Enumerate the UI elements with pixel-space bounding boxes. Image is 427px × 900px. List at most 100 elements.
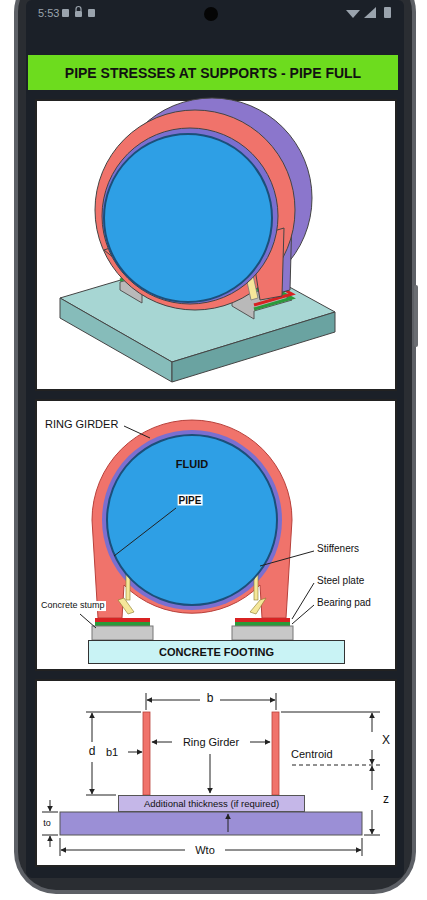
bearing-stack [235,618,290,622]
part-label: Centroid [290,748,334,760]
dimension-lines [147,700,200,701]
bearing-stack [95,622,150,626]
bearing-stack [235,622,290,626]
part-label: d [88,745,97,758]
part-label: Bearing pad [316,597,372,608]
dimension-lines [281,712,380,713]
fluid-fill [107,435,277,605]
phone-frame [26,0,404,878]
dimension-lines [210,754,211,793]
part-label: b1 [105,746,119,758]
ring-girder-section [92,420,292,618]
bearing-stack [232,626,293,640]
leader-line [80,614,96,628]
part-label: Stiffeners [316,543,360,554]
girder-plates [272,712,279,795]
panel-frames [36,100,396,866]
ring-girder-section [102,430,282,610]
ring-girder-3d [95,98,312,310]
leader-line [80,426,314,628]
ring-girder-section [92,420,292,618]
node-label: FLUID [106,434,278,470]
additional-plate: Additional thickness (if required) [118,795,305,812]
dimension-lines [364,835,380,836]
phone-frame [14,0,416,894]
part-label: z [382,793,390,806]
phone-frame [204,7,218,21]
leader-line [124,426,150,438]
base-plate [60,812,362,835]
girder-plates [143,712,150,795]
dimension-lines [128,752,142,753]
concrete-slab [60,298,172,382]
part-label: to [42,819,52,829]
bearing-stack [95,618,150,622]
dimension-lines [220,700,275,701]
girder-plates [143,712,279,795]
part-label: Ring Girder [182,736,240,748]
concrete-footing: CONCRETE FOOTING [88,640,345,664]
title-text: PIPE STRESSES AT SUPPORTS - PIPE FULL [65,65,361,81]
dimension-lines [92,713,93,742]
phone-frame [14,0,418,894]
dimension-lines [86,712,141,713]
dimension-lines [276,693,277,710]
status-icons [62,9,69,17]
dimension-lines [152,742,172,743]
bearing-stack [92,626,153,640]
dimension-lines [60,838,61,856]
part-label: Wto [194,844,216,856]
part-label: PIPE [178,495,203,506]
title-bar: PIPE STRESSES AT SUPPORTS - PIPE FULL [28,55,398,90]
dimension-lines [372,750,373,764]
pipe-3d [104,134,272,302]
dimension-lines [50,836,51,847]
part-label: b [206,692,215,705]
status-icons [75,11,82,17]
part-label: Steel plate [316,575,365,586]
phone-frame [18,0,412,890]
dimension-lines [61,850,185,851]
pipe-3d [102,128,278,304]
dimension-lines [42,693,380,856]
dimension-lines [86,795,116,796]
stiffener [118,598,134,614]
status-icons [76,7,81,11]
stiffener [250,598,266,614]
dimension-lines [42,835,58,836]
node-label: Additional thickness (if required) [144,798,279,809]
panel-frames [36,100,396,390]
fluid-circle: FLUID [106,434,278,606]
part-label: Concrete stump [40,601,106,611]
dimension-lines [362,838,363,856]
part-label: X [381,734,391,747]
leader-line [292,583,314,619]
node-label: CONCRETE FOOTING [159,646,274,658]
dimension-lines [228,814,229,832]
status-icons [62,7,391,19]
dimension-lines [292,765,380,766]
dimension-lines [372,766,373,790]
status-icons [364,7,376,18]
dimension-lines [92,762,93,794]
concrete-slab [172,312,335,382]
panel-frames [36,680,396,866]
pipe-3d [102,128,278,304]
bearing-stack [92,618,293,640]
dimension-lines [50,800,51,811]
dimension-lines [372,713,373,732]
panel-frames [36,400,396,670]
dimension-lines [250,742,270,743]
dimension-lines [225,850,361,851]
phone-frame [414,285,418,347]
ring-girder-3d [95,110,295,310]
status-icons [346,10,360,18]
status-clock: 5:53 [38,7,59,19]
status-icons [384,7,391,18]
part-label: RING GIRDER [44,418,119,430]
dimension-lines [42,812,58,813]
dimension-lines [372,810,373,834]
leader-line [292,605,314,624]
dimension-lines [146,693,147,710]
